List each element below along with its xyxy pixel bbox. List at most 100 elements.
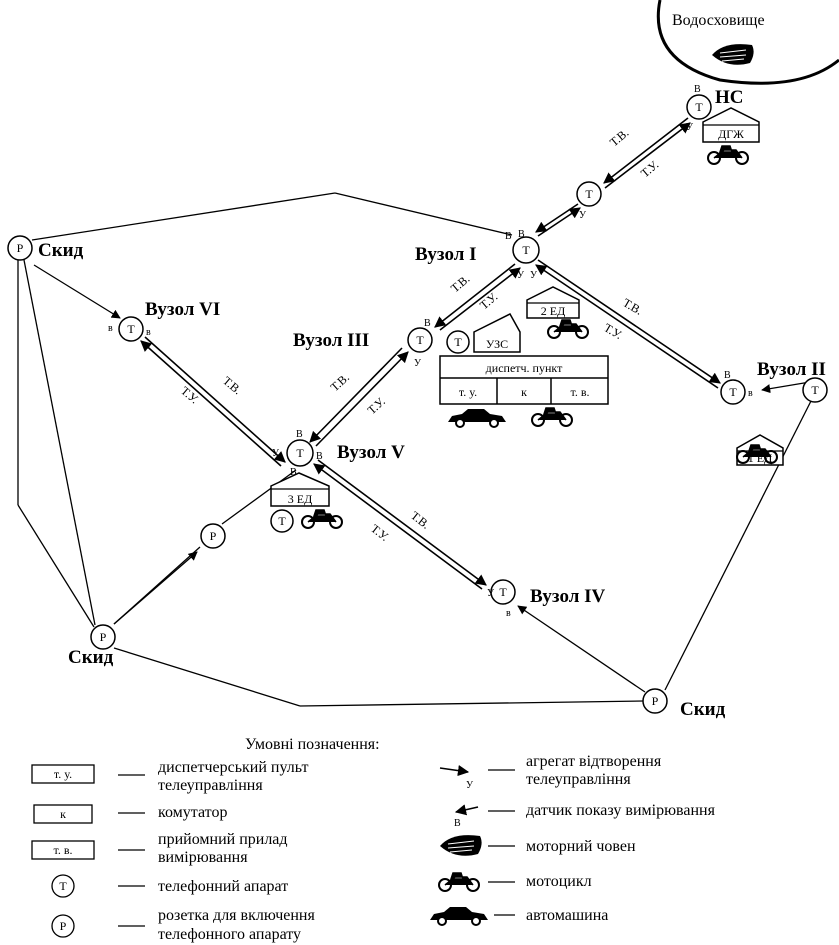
svg-text:У: У	[414, 358, 422, 369]
svg-text:В: В	[454, 818, 461, 829]
svg-text:В: В	[316, 451, 323, 462]
svg-text:В: В	[290, 467, 297, 478]
svg-text:вимірювання: вимірювання	[158, 849, 248, 866]
svg-text:Т: Т	[416, 333, 424, 347]
svg-text:к: к	[60, 807, 66, 821]
svg-text:т. у.: т. у.	[459, 385, 477, 399]
svg-text:Р: Р	[60, 919, 67, 933]
link-ns-v1	[535, 117, 691, 237]
svg-text:моторний човен: моторний човен	[526, 838, 636, 855]
v5side-telephone	[270, 509, 294, 533]
svg-text:У: У	[530, 270, 538, 281]
svg-text:В: В	[694, 84, 701, 95]
svg-text:Т: Т	[454, 335, 462, 349]
svg-text:к: к	[521, 385, 527, 399]
svg-text:В: В	[518, 229, 525, 240]
svg-text:в: в	[506, 608, 511, 619]
svg-text:Т: Т	[585, 187, 593, 201]
svg-text:У: У	[579, 210, 587, 221]
svg-text:Т.У.: Т.У.	[368, 521, 391, 544]
reservoir-boundary	[656, 0, 839, 85]
v3-label: Вузол III	[293, 330, 369, 351]
uzs-telephone	[446, 330, 470, 354]
motorcycle-icon	[531, 407, 573, 427]
link-v6-v5	[140, 336, 286, 467]
svg-text:УЗС: УЗС	[486, 337, 508, 351]
svg-text:диспетч. пункт: диспетч. пункт	[486, 361, 563, 375]
svg-text:Т: Т	[278, 514, 286, 528]
skid-label-1: Скид	[38, 240, 84, 261]
car-icon	[447, 408, 507, 428]
svg-text:Т: Т	[695, 100, 703, 114]
svg-text:В: В	[724, 370, 731, 381]
v2-telephone	[720, 379, 746, 405]
svg-text:в: в	[108, 323, 113, 334]
svg-text:телеуправління: телеуправління	[526, 771, 631, 788]
svg-text:телеуправління: телеуправління	[158, 777, 263, 794]
svg-text:Т.У.: Т.У.	[477, 290, 500, 313]
uzs-box	[473, 313, 521, 353]
svg-text:Т: Т	[811, 383, 819, 397]
svg-text:т. в.: т. в.	[570, 385, 589, 399]
svg-text:Р: Р	[210, 529, 217, 543]
legend-title: Умовні позначення:	[245, 736, 380, 753]
svg-text:В: В	[296, 429, 303, 440]
svg-text:Т.У.: Т.У.	[365, 394, 388, 417]
v6-label: Вузол VI	[145, 299, 220, 320]
svg-text:В: В	[424, 318, 431, 329]
motorcycle-icon	[707, 145, 749, 165]
motor-boat-icon	[439, 834, 483, 857]
v6-telephone	[118, 316, 144, 342]
svg-text:Т.В.: Т.В.	[220, 374, 244, 398]
skid-socket-3	[642, 688, 668, 714]
svg-text:Т: Т	[127, 322, 135, 336]
svg-text:автомашина: автомашина	[526, 907, 608, 924]
svg-text:У: У	[487, 588, 495, 599]
svg-text:т. у.: т. у.	[54, 767, 72, 781]
svg-text:3 ЕД: 3 ЕД	[288, 492, 313, 506]
svg-text:датчик показу вимірювання: датчик показу вимірювання	[526, 802, 716, 819]
v4-label: Вузол IV	[530, 586, 605, 607]
svg-text:т. в.: т. в.	[53, 843, 72, 857]
svg-text:мотоцикл: мотоцикл	[526, 873, 592, 890]
v3-telephone	[407, 327, 433, 353]
motor-boat-icon	[711, 43, 755, 66]
svg-text:Т.У.: Т.У.	[178, 384, 201, 407]
v2-label: Вузол II	[757, 359, 826, 380]
svg-text:в: в	[146, 327, 151, 338]
svg-text:В: В	[505, 231, 512, 242]
svg-text:телефонного апарату: телефонного апарату	[158, 926, 301, 943]
link-v3-v5	[309, 347, 409, 447]
svg-text:розетка для включення: розетка для включення	[158, 907, 315, 924]
motorcycle-icon	[547, 319, 589, 339]
svg-text:прийомний прилад: прийомний прилад	[158, 831, 288, 848]
cable-lines	[17, 192, 813, 707]
svg-text:Т.В.: Т.В.	[328, 370, 352, 394]
svg-text:Т: Т	[729, 385, 737, 399]
svg-text:У: У	[517, 270, 525, 281]
svg-text:Р: Р	[17, 241, 24, 255]
skid-label-2: Скид	[68, 647, 114, 668]
svg-text:диспетчерський пульт: диспетчерський пульт	[158, 759, 308, 776]
ns-label: НС	[715, 87, 744, 108]
motorcycle-icon	[438, 872, 480, 892]
svg-text:Р: Р	[652, 694, 659, 708]
svg-text:Т.В.: Т.В.	[408, 508, 432, 531]
svg-text:У: У	[466, 780, 474, 791]
v2side-telephone	[802, 377, 828, 403]
skid-label-3: Скид	[680, 699, 726, 720]
link-v1-v3	[434, 263, 521, 331]
svg-text:ДГЖ: ДГЖ	[718, 127, 744, 141]
socket-mid	[200, 523, 226, 549]
svg-text:в: в	[748, 388, 753, 399]
v5-telephone	[286, 439, 314, 467]
legend-left: т. у. диспетчерський пульт телеуправлінн…	[31, 759, 315, 943]
v5-label: Вузол V	[337, 442, 405, 463]
skid-socket-1	[7, 235, 33, 261]
svg-text:Т: Т	[499, 585, 507, 599]
ns-telephone	[686, 94, 712, 120]
v1-telephone	[512, 236, 540, 264]
svg-text:У: У	[686, 122, 694, 133]
